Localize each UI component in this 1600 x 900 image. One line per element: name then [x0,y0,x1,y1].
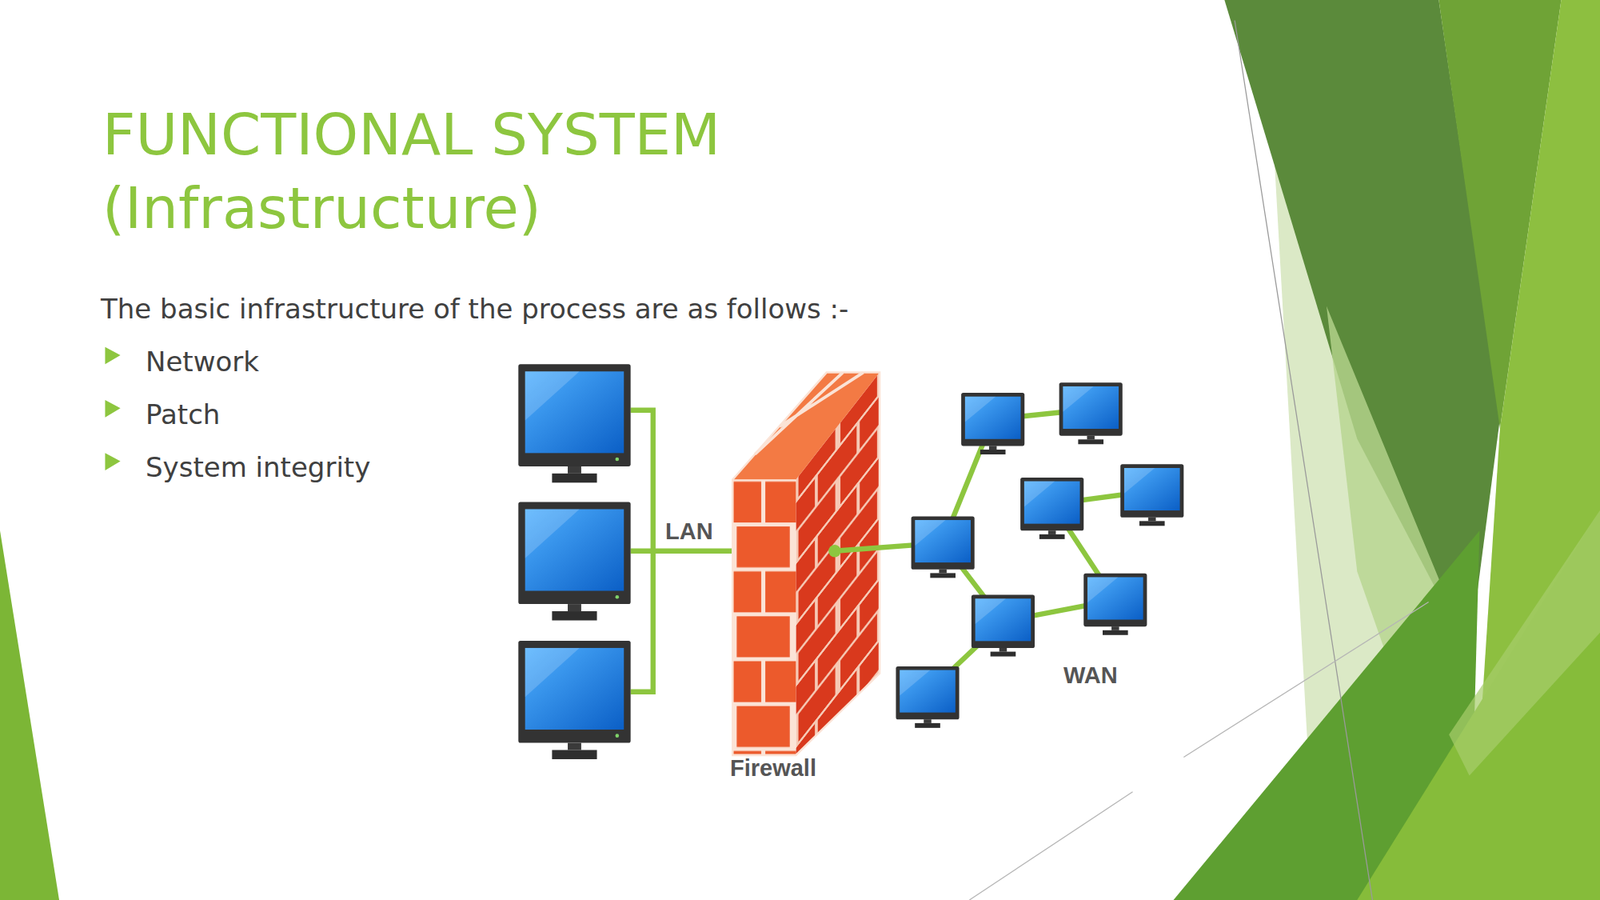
network-label: WAN [1063,660,1118,691]
intro-text: The basic infrastructure of the process … [100,291,849,327]
firewall-label: Firewall [730,753,817,784]
computer-icon [518,502,631,621]
computer-icon [1083,573,1147,635]
computer-icon [1059,382,1123,444]
computer-icon [961,392,1025,455]
computer-icon [518,640,631,759]
firewall-wall [732,372,880,755]
computers [518,363,1184,759]
computer-icon [518,363,631,483]
bullet-item: Patch [145,396,220,432]
computer-icon [911,515,975,578]
slide-title: FUNCTIONAL SYSTEM (Infrastructure) [102,97,902,245]
bullet-markers [104,347,120,471]
bullet-item: Network [145,343,260,380]
computer-icon [1120,463,1184,526]
computer-icon [971,594,1035,657]
network-label: LAN [665,516,714,547]
lan-wires [630,410,734,692]
wan-network [834,408,1153,693]
computer-icon [1020,477,1084,539]
computer-icon [895,666,959,728]
bullet-item: System integrity [145,449,371,485]
